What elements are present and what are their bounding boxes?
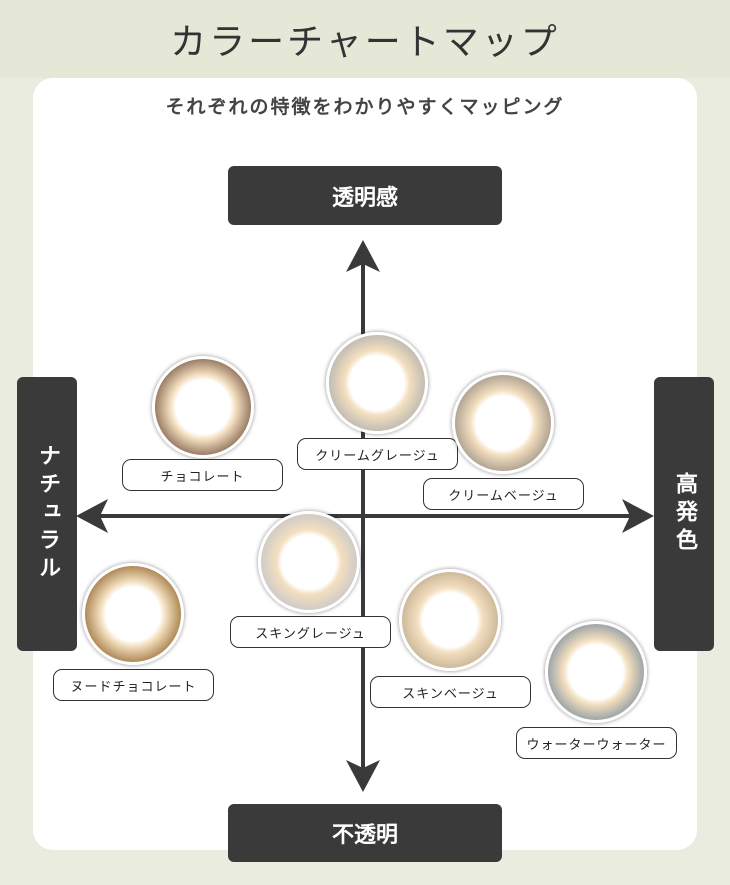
axis-label-bottom: 不透明 bbox=[228, 804, 502, 862]
subtitle: それぞれの特徴をわかりやすくマッピング bbox=[165, 96, 565, 118]
arrow-right-icon bbox=[622, 499, 654, 533]
lens-label: クリームベージュ bbox=[423, 478, 584, 510]
arrow-down-icon bbox=[346, 760, 380, 792]
axis-label-right: 高発色 bbox=[654, 377, 714, 651]
lens-label: ウォーターウォーター bbox=[516, 727, 677, 759]
lens-image bbox=[452, 372, 554, 474]
lens-label: クリームグレージュ bbox=[297, 438, 458, 470]
lens-label: ヌードチョコレート bbox=[53, 669, 214, 701]
lens-image bbox=[258, 511, 360, 613]
lens-image bbox=[152, 356, 254, 458]
lens-label: チョコレート bbox=[122, 459, 283, 491]
lens-image bbox=[82, 563, 184, 665]
lens-image bbox=[326, 332, 428, 434]
axis-label-left: ナチュラル bbox=[17, 377, 77, 651]
page-title: カラーチャートマップ bbox=[0, 0, 730, 78]
arrow-left-icon bbox=[76, 499, 108, 533]
lens-label: スキングレージュ bbox=[230, 616, 391, 648]
axis-label-top: 透明感 bbox=[228, 166, 502, 225]
lens-label: スキンベージュ bbox=[370, 676, 531, 708]
lens-image bbox=[399, 569, 501, 671]
arrow-up-icon bbox=[346, 240, 380, 272]
lens-image bbox=[545, 621, 647, 723]
